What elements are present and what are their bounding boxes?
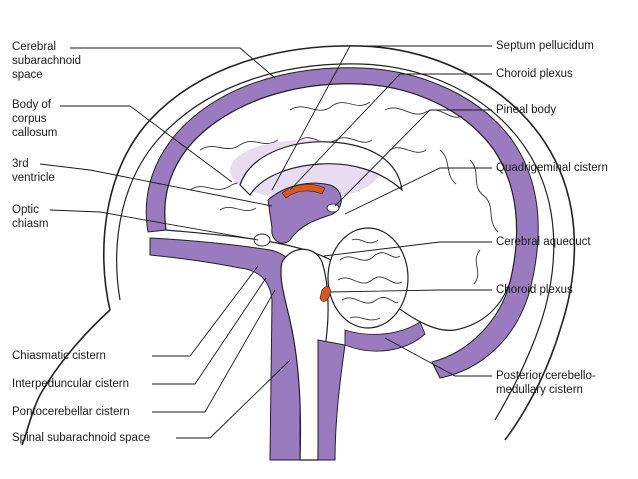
label-cerebral-aqueduct: Cerebral aqueduct [496,236,591,248]
label-pontocerebellar-cistern: Pontocerebellar cistern [12,406,130,418]
label-spinal-subarachnoid-space: Spinal subarachnoid space [12,432,151,444]
label-choroid-plexus-upper: Choroid plexus [496,68,573,80]
basal-cisterns [149,237,301,461]
third-ventricle-region [267,182,342,244]
label-quadrigeminal-cistern: Quadrigeminal cistern [496,162,608,174]
label-chiasmatic-cistern: Chiasmatic cistern [12,350,106,362]
label-pineal-body: Pineal body [496,104,557,116]
head-outline [102,45,576,441]
label-interpeduncular-cistern: Interpeduncular cistern [12,378,129,390]
cerebellum [327,227,409,329]
choroid-plexus-lower-shape [319,286,331,302]
label-septum-pellucidum: Septum pellucidum [496,40,594,52]
skull-inner [116,63,555,421]
corpus-callosum [239,141,403,196]
label-cerebral-subarachnoid-space: Cerebral subarachnoid space [12,41,82,81]
spinal-canal [317,339,346,461]
label-posterior-cerebellomedullary-cistern: Posterior cerebello- medullary cistern [496,370,596,396]
optic-chiasm-shape [253,233,271,247]
leader-lines [39,45,492,439]
label-optic-chiasm: Optic chiasm [12,204,49,230]
posterior-cistern-shape [344,321,426,352]
label-body-of-corpus-callosum: Body of corpus callosum [12,99,58,139]
label-choroid-plexus-lower: Choroid plexus [496,284,573,296]
pineal-body-shape [326,203,340,213]
label-third-ventricle: 3rd ventricle [12,158,55,184]
face-profile [21,309,111,446]
